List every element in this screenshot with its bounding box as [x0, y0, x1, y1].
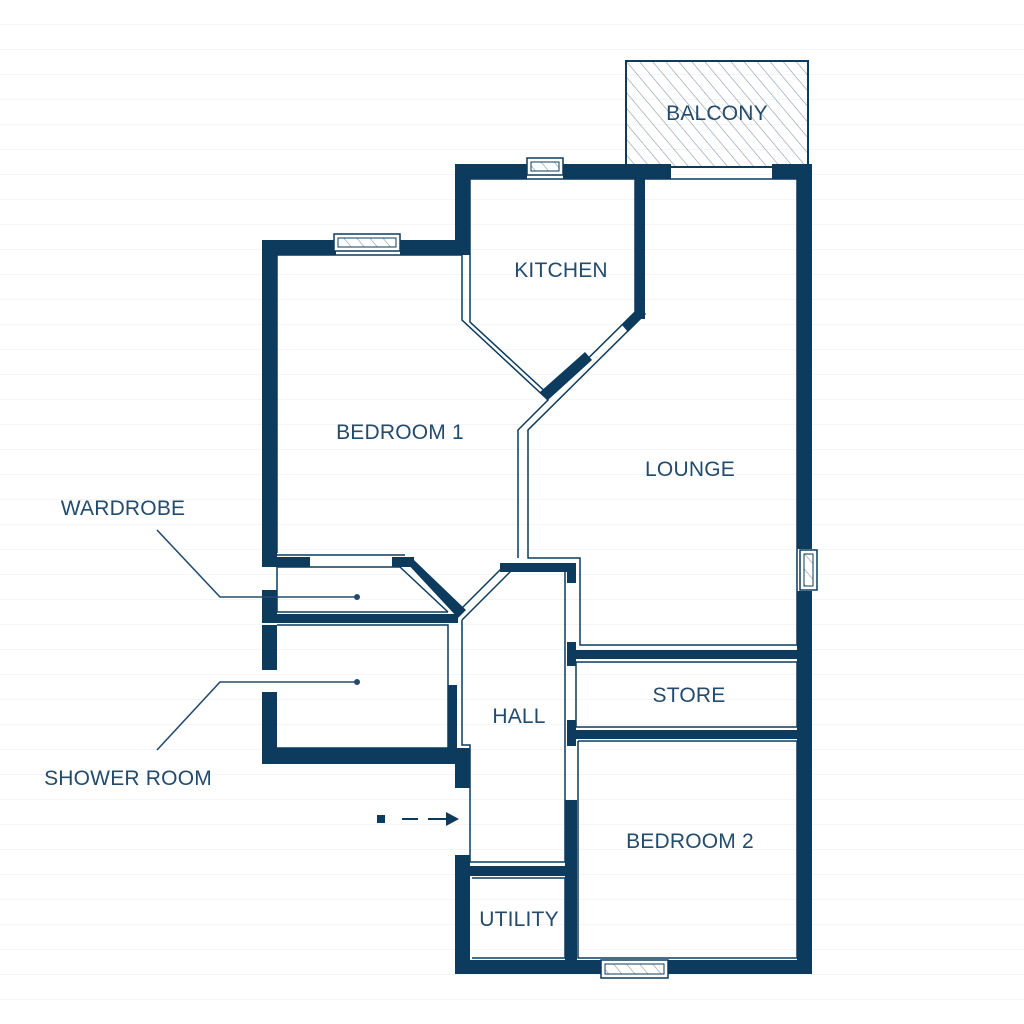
room-label-kitchen: KITCHEN [514, 259, 608, 282]
outer-walls [262, 164, 812, 974]
room-label-balcony: BALCONY [666, 102, 768, 125]
room-label-bedroom2: BEDROOM 2 [626, 830, 754, 853]
callout-label-shower-room: SHOWER ROOM [44, 767, 212, 790]
balcony [625, 60, 809, 168]
windows [333, 157, 818, 979]
window-lounge [799, 549, 818, 591]
callout-leaders [156, 529, 360, 751]
callout-label-wardrobe: WARDROBE [61, 497, 186, 520]
entrance-arrow-icon [377, 812, 459, 826]
window-bedroom2 [600, 959, 669, 979]
shower-room-dot [354, 679, 360, 685]
shower-room-leader [156, 681, 357, 751]
window-bedroom1 [333, 233, 401, 252]
room-label-store: STORE [653, 684, 726, 707]
inner-walls [262, 178, 812, 960]
room-label-lounge: LOUNGE [645, 458, 735, 481]
room-label-hall: HALL [492, 705, 545, 728]
room-label-bedroom1: BEDROOM 1 [336, 421, 464, 444]
room-label-utility: UTILITY [479, 908, 559, 931]
wardrobe-leader [156, 529, 357, 598]
window-kitchen [526, 157, 564, 176]
wardrobe-dot [354, 594, 360, 600]
